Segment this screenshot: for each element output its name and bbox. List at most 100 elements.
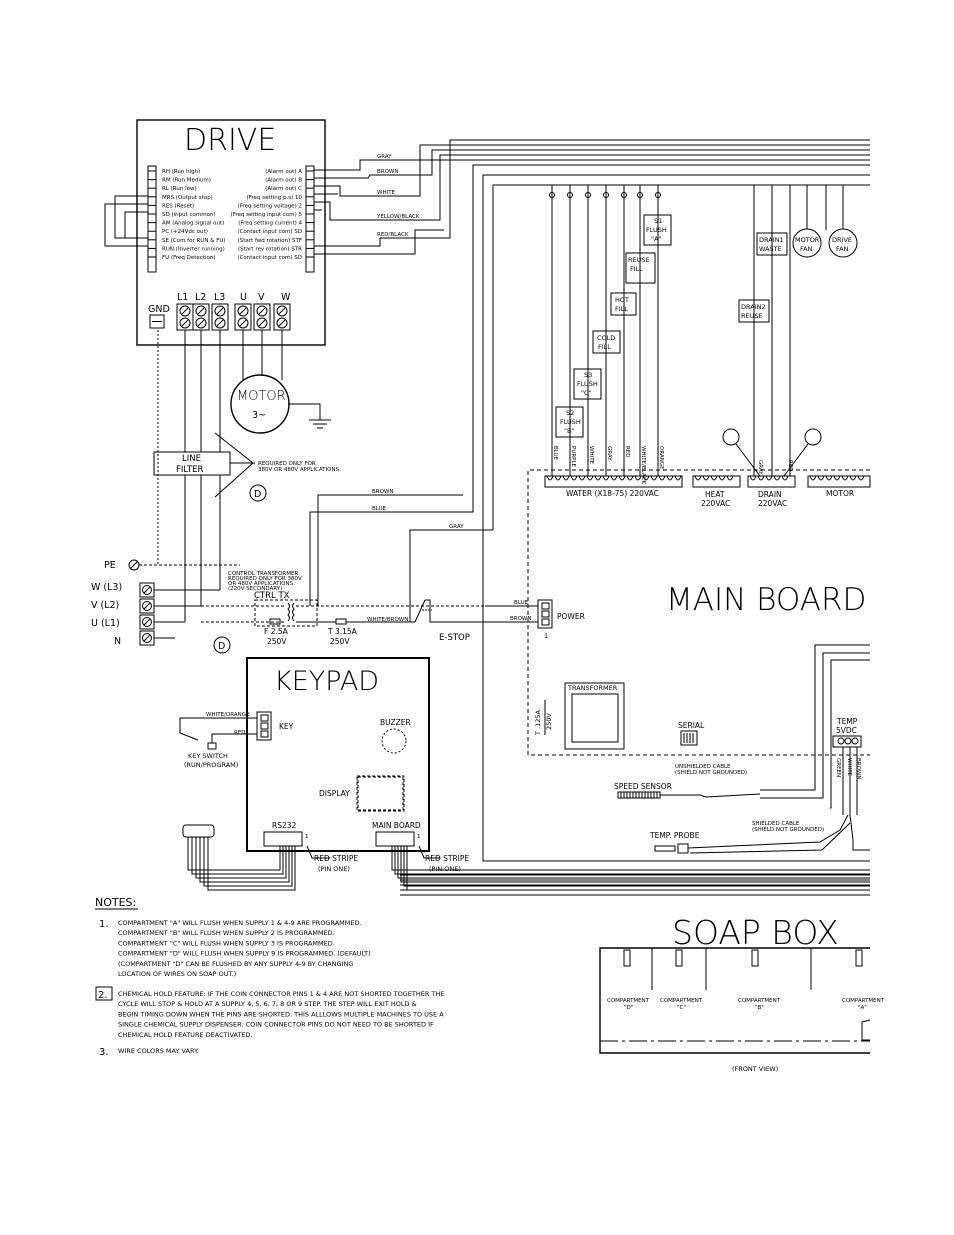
drive-left-pin-1: RM (Run Medium): [162, 178, 211, 184]
soap-box-front-view: (FRONT VIEW): [732, 1065, 778, 1073]
mb-water-label: WATER (X18-75) 220VAC: [566, 489, 659, 498]
supply-wire-gray: GRAY: [449, 524, 464, 530]
mb-temp-label: TEMP: [836, 717, 858, 726]
note-3-text: WIRE COLORS MAY VARY.: [118, 1047, 199, 1055]
valve-hot-2: FILL: [615, 305, 628, 313]
motor-fan-2: FAN: [800, 245, 813, 253]
note-2-line-2: BEGIN TIMING DOWN WHEN THE PINS ARE SHOR…: [118, 1010, 444, 1018]
valve-drain1-2: WASTE: [759, 245, 782, 253]
drive-terminal-l1: L1: [177, 292, 188, 303]
note-2-line-0: CHEMICAL HOLD FEATURE: IF THE COIN CONNE…: [118, 990, 444, 998]
motor-label: MOTOR: [237, 389, 286, 404]
keypad-title: KEYPAD: [274, 666, 379, 697]
keypad-buzzer: [381, 728, 407, 754]
valve-s3-1: S3: [584, 371, 592, 379]
mb-heat-label: HEAT: [705, 490, 725, 499]
bus-lines: [472, 164, 870, 861]
keypad-red-stripe-2: RED STRIPE: [425, 854, 469, 863]
mb-temp-probe-label: TEMP. PROBE: [649, 831, 700, 840]
mb-heat-voltage: 220VAC: [701, 499, 730, 508]
mb-unshielded-label: UNSHIELDED CABLE (SHIELD NOT GROUNDED): [675, 764, 747, 776]
valves-section: S2 FLUSH "B" S3 FLUSH "C" COLD FILL HOT …: [549, 185, 858, 484]
drive-wire-yellow-black: YELLOW/BLACK: [376, 214, 420, 220]
compartment-d-1: COMPARTMENT: [607, 998, 650, 1004]
supply-label-n: N: [114, 636, 121, 647]
valve-wire-label-3: GRAY: [606, 446, 612, 461]
valve-s1-2: FLUSH: [646, 226, 667, 234]
note-3-number: 3.: [99, 1047, 109, 1058]
mb-wire-brown: BROWN: [510, 616, 531, 622]
note-1-line-2: COMPARTMENT "C" WILL FLUSH WHEN SUPPLY 3…: [118, 939, 335, 947]
valve-drain1-1: DRAIN1: [759, 236, 784, 244]
drive-right-pin-2: (Alarm out) C: [265, 186, 302, 192]
drive-right-pin-6: (Freq setting current) 4: [238, 221, 302, 227]
supply-label-pe: PE: [104, 560, 116, 571]
fuse2-voltage: 250V: [330, 637, 350, 646]
note-2-line-3: SINGLE CHEMICAL SUPPLY DISPENSER. COIN C…: [118, 1021, 434, 1029]
keypad-key-label: KEY: [279, 722, 294, 731]
drive-right-pin-4: (Freq setting voltage) 2: [238, 203, 302, 209]
valve-wire-label-5: WHITE/BLACK: [640, 446, 646, 484]
note-1-line-4: (COMPARTMENT "D" CAN BE FLUSHED BY ANY S…: [118, 960, 353, 968]
keypad-section: KEYPAD KEY BUZZER DISPLAY RS232 1 MAIN B…: [179, 657, 870, 891]
mb-wire-blue: BLUE: [514, 600, 529, 606]
drive-right-pin-labels: (Alarm out) A(Alarm out) B(Alarm out) C(…: [230, 169, 314, 261]
valve-junction-6: [655, 192, 661, 198]
drive-terminal-block-3: [234, 303, 252, 331]
supply-wire-blue: BLUE: [372, 506, 387, 512]
drive-wire-gray: GRAY: [377, 154, 392, 160]
notes-heading: NOTES:: [95, 896, 136, 909]
drive-terminal-l3: L3: [214, 292, 225, 303]
motor-fan-1: MOTOR: [795, 236, 820, 244]
drive-wire-brown: BROWN: [377, 169, 398, 175]
note-2-number: 2.: [98, 990, 108, 1001]
drive-left-pin-9: RUN (Inverter running): [162, 246, 225, 252]
drive-left-pin-8: SE (Com for RUN & FU): [162, 238, 226, 244]
drive-left-pin-6: AM (Analog signal out): [162, 221, 224, 227]
mb-power-pin: 1: [544, 632, 548, 640]
supply-wire-brown: BROWN: [372, 489, 393, 495]
drive-right-pin-9: (Start rev rotation) STR: [238, 246, 302, 252]
compartment-a-1: COMPARTMENT: [842, 998, 885, 1004]
drive-fan-1: DRIVE: [832, 236, 852, 244]
drive-left-pin-3: MRS (Output stop): [162, 195, 213, 201]
drive-left-pin-4: RES (Reset): [162, 203, 194, 209]
valve-reuse-1: REUSE: [628, 256, 650, 264]
supply-marker: D: [218, 641, 225, 652]
drive-terminal-block-2: [211, 303, 229, 331]
valve-reuse-2: FILL: [630, 265, 643, 273]
drive-left-pin-2: RL (Run low): [162, 186, 197, 192]
drive-terminal-block-5: [273, 303, 291, 331]
line-filter-label-2: FILTER: [176, 465, 204, 475]
keypad-display: [357, 776, 404, 811]
supply-label-w-l3: W (L3): [91, 582, 122, 593]
mb-temp-wire-green: GREEN: [835, 758, 841, 777]
valve-s1-1: S1: [654, 217, 662, 225]
valve-junction-3: [603, 192, 609, 198]
motor-sub: 3~: [252, 410, 266, 421]
soap-ribbon-lines: [400, 869, 870, 896]
valve-junction-4: [621, 192, 627, 198]
keypad-display-label: DISPLAY: [319, 789, 350, 798]
keypad-pin-one-2: (PIN ONE): [429, 865, 461, 873]
valve-junction-2: [585, 192, 591, 198]
drive-box: [136, 119, 326, 346]
valve-s3-3: "C": [581, 389, 592, 397]
drive-right-pin-1: (Alarm out) B: [265, 178, 302, 184]
drive-terminal-block-0: [176, 303, 194, 331]
drive-wire-white: WHITE: [377, 190, 396, 196]
drive-left-pin-0: RH (Run high): [162, 169, 200, 175]
db9-connector: [182, 824, 215, 838]
supply-label-u-l1: U (L1): [91, 618, 120, 629]
motor-symbol: [230, 374, 290, 434]
drive-left-pin-5: SD (input common): [162, 212, 216, 218]
note-2-line-1: CYCLE WILL STOP & HOLD AT A SUPPLY 4, 5,…: [118, 1000, 417, 1008]
note-2-line-4: CHEMICAL HOLD FEATURE DEACTIVATED.: [118, 1031, 253, 1039]
mb-transformer: [564, 682, 625, 750]
valve-hot-1: HOT: [615, 296, 629, 304]
drive-right-pin-8: (Start fwd rotation) STF: [238, 238, 302, 244]
mb-drain-label: DRAIN: [758, 490, 782, 499]
valve-junction-1: [567, 192, 573, 198]
keypad-rs232-label: RS232: [272, 821, 297, 830]
